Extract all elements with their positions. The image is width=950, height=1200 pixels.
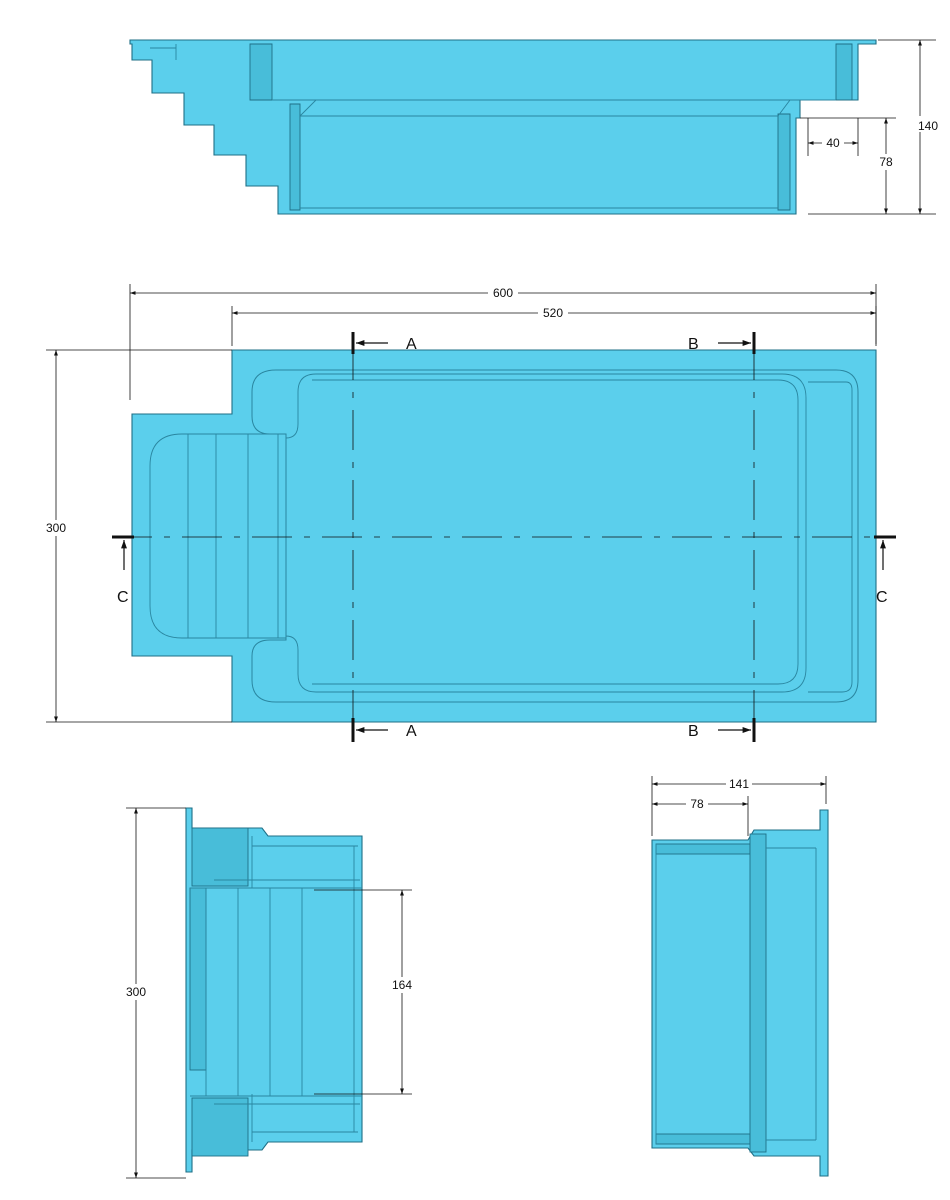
end-right-dim-141: 141: [729, 777, 749, 791]
side-pool-body: [129, 39, 877, 215]
section-label-a-bottom: A: [406, 723, 417, 740]
end-left-dimensions: 300 164: [122, 807, 416, 1179]
section-label-b-top: B: [688, 336, 699, 353]
plan-step-area: [149, 433, 286, 639]
end-right-pool-body: [651, 809, 829, 1177]
section-label-b-bottom: B: [688, 723, 699, 740]
end-left-dim-300: 300: [126, 985, 146, 999]
side-dim-78: 78: [879, 155, 893, 169]
side-dim-140: 140: [918, 119, 938, 133]
side-dim-40: 40: [826, 136, 840, 150]
plan-inner-basin: [251, 369, 859, 703]
plan-dim-300: 300: [46, 521, 66, 535]
end-left-dim-164: 164: [392, 978, 412, 992]
plan-dim-520: 520: [543, 306, 563, 320]
end-right-dim-78: 78: [690, 797, 704, 811]
end-view-right: 141 78: [651, 776, 829, 1177]
side-dimensions: 140 78 40: [800, 39, 938, 215]
plan-dim-600: 600: [493, 286, 513, 300]
end-right-dimensions: 141 78: [651, 776, 827, 836]
plan-deep-section: [285, 373, 807, 693]
side-elevation-view: 140 78 40: [129, 39, 938, 215]
side-right-wall: [835, 43, 853, 101]
side-right-deep-wall: [777, 113, 791, 211]
section-label-c-right: C: [876, 589, 888, 606]
end-view-left: 300 164: [122, 807, 416, 1179]
section-label-c-left: C: [117, 589, 129, 606]
side-deep-wall: [289, 103, 301, 211]
plan-view: A A B B C C 600 520: [42, 284, 896, 742]
plan-dimensions: 600 520 300: [42, 284, 877, 723]
section-label-a-top: A: [406, 336, 417, 353]
side-shallow-wall: [249, 43, 273, 101]
